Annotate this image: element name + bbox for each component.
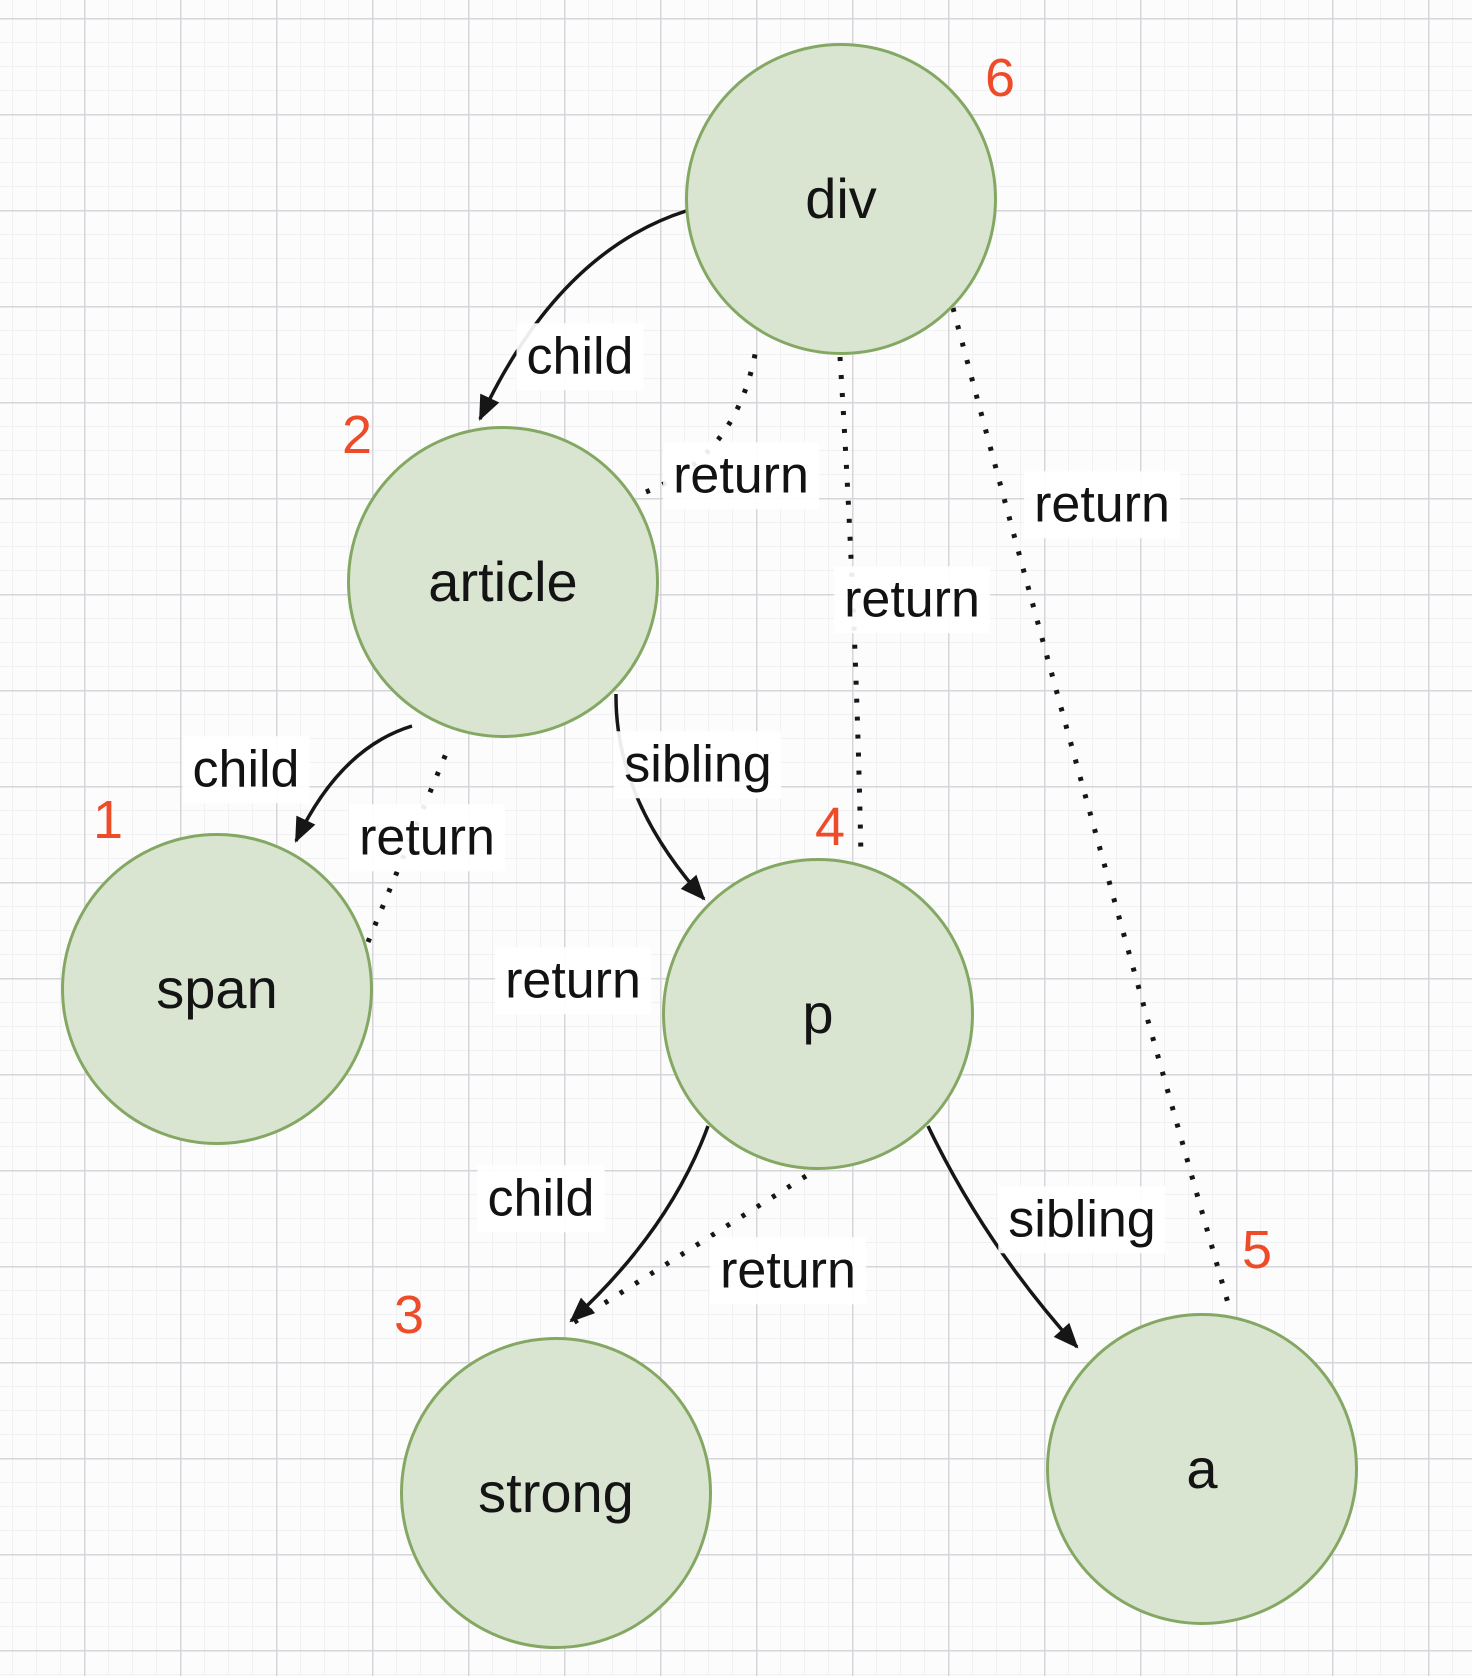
order-badge-strong: 3: [393, 1285, 425, 1345]
edge-label-sibling-p-a: sibling: [998, 1186, 1166, 1254]
node-a-label: a: [1186, 1437, 1218, 1500]
node-p-label: p: [802, 982, 834, 1045]
edge-label-sibling-article-p: sibling: [614, 731, 782, 799]
edge-sibling-p-a: [926, 1125, 1079, 1349]
edge-label-return-strong-p: return: [710, 1237, 866, 1305]
edge-label-child-div-article: child: [516, 323, 644, 391]
order-badge-article: 2: [341, 405, 373, 465]
node-strong: strong: [400, 1337, 712, 1649]
node-strong-label: strong: [478, 1461, 634, 1524]
edge-label-return-article-div: return: [663, 442, 819, 510]
edge-label-child-p-strong: child: [477, 1165, 605, 1233]
node-p: p: [662, 858, 974, 1170]
node-span: span: [61, 833, 373, 1145]
edge-label-return-span-article: return: [349, 804, 505, 872]
edge-label-child-article-span: child: [182, 736, 310, 804]
edge-label-return-p-div: return: [834, 566, 990, 634]
order-badge-a: 5: [1241, 1220, 1273, 1280]
node-div: div: [685, 43, 997, 355]
node-article-label: article: [428, 550, 578, 613]
order-badge-span: 1: [92, 790, 124, 850]
node-a: a: [1046, 1313, 1358, 1625]
node-div-label: div: [805, 167, 877, 230]
node-article: article: [347, 426, 659, 738]
edge-child-article-span: [294, 724, 413, 843]
edge-label-return-a-div: return: [1024, 471, 1180, 539]
node-span-label: span: [156, 957, 278, 1020]
edge-label-return-near-p: return: [495, 947, 651, 1015]
order-badge-p: 4: [814, 797, 846, 857]
order-badge-div: 6: [984, 48, 1016, 108]
edge-child-p-strong: [569, 1125, 710, 1323]
edge-return-a-div: [950, 307, 1231, 1304]
edge-child-div-article: [478, 209, 687, 421]
